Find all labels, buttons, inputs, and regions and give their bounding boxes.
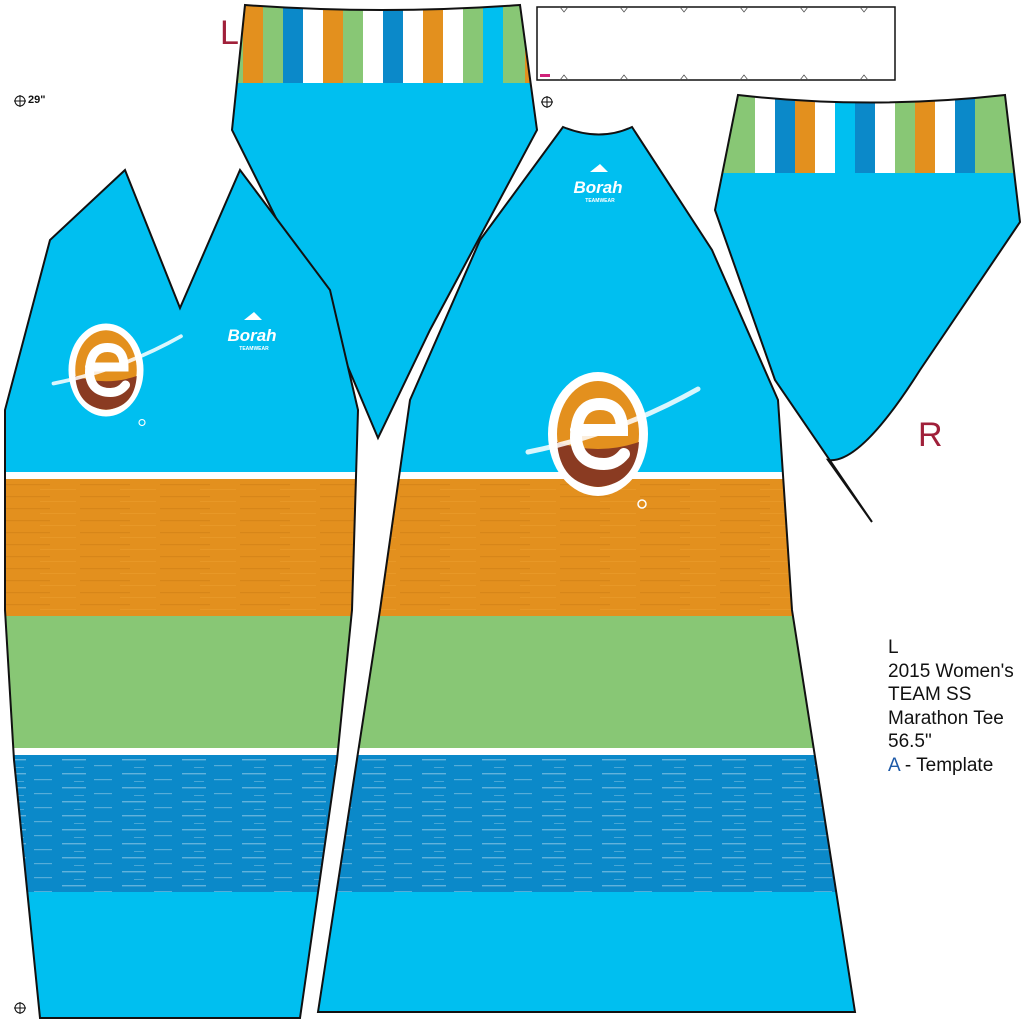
borah-logo-icon: Borah TEAMWEAR	[573, 164, 623, 204]
brand-sub: TEAMWEAR	[585, 198, 615, 204]
template-line-5: A - Template	[888, 754, 1014, 778]
template-info: L 2015 Women's TEAM SS Marathon Tee 56.5…	[888, 636, 1014, 777]
brand-name: Borah	[573, 178, 622, 197]
borah-logo-icon: Borah TEAMWEAR	[227, 312, 277, 352]
registration-mark-icon	[14, 95, 26, 107]
template-line-4: 56.5"	[888, 731, 932, 752]
registration-mark-icon	[14, 1002, 26, 1014]
template-line-3: Marathon Tee	[888, 707, 1004, 729]
right-marker-label: R	[918, 416, 943, 454]
registration-mark-icon	[541, 96, 553, 108]
template-code: A	[888, 754, 900, 776]
left-marker-label: L	[220, 14, 239, 52]
template-size: L	[888, 637, 899, 658]
e-logo-icon	[51, 323, 183, 427]
template-box	[536, 6, 896, 81]
front-body-panel	[4, 168, 360, 1019]
width-label: 29"	[28, 94, 46, 106]
template-line-1: 2015 Women's	[888, 660, 1014, 682]
template-label: - Template	[899, 754, 994, 776]
brand-name: Borah	[227, 326, 276, 345]
brand-sub: TEAMWEAR	[239, 346, 269, 352]
e-logo-icon	[525, 372, 701, 509]
template-line-2: TEAM SS	[888, 684, 972, 705]
